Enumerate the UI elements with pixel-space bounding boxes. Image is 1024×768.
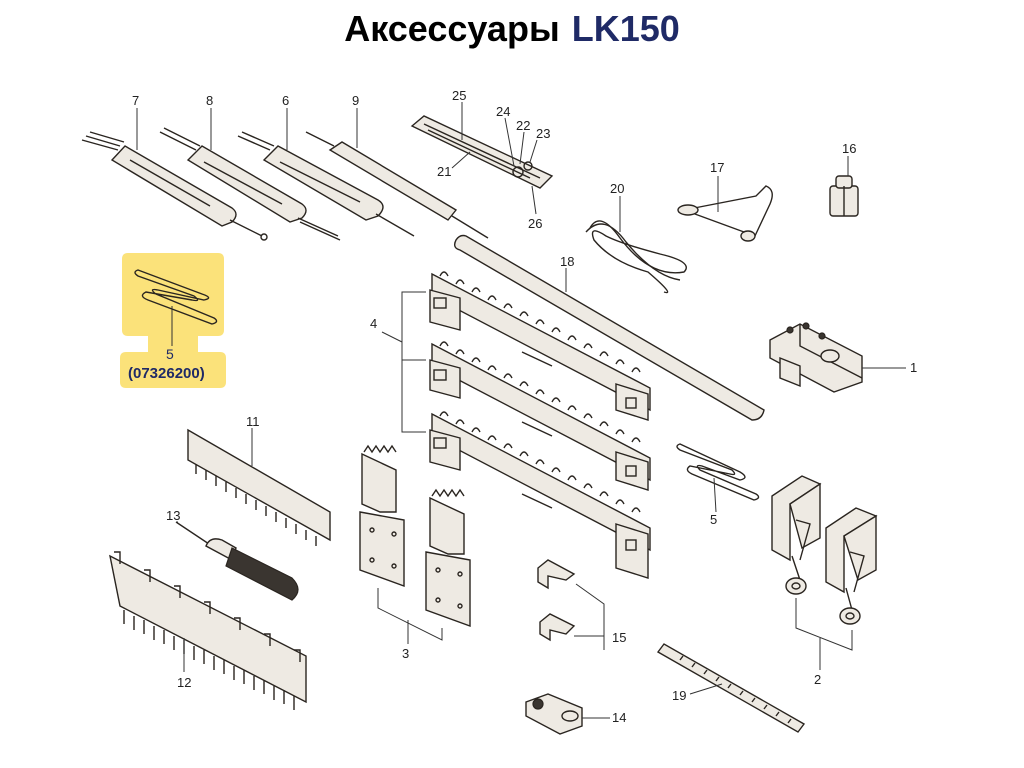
label-2: 2: [814, 672, 821, 687]
label-7: 7: [132, 93, 139, 108]
needle-pusher-5: 5: [676, 443, 760, 527]
label-13: 13: [166, 508, 180, 523]
label-18: 18: [560, 254, 574, 269]
wire-tool-17: 17: [677, 160, 773, 242]
rack-middle: [429, 341, 651, 491]
callout-code: (07326200): [128, 365, 205, 382]
label-22: 22: [516, 118, 530, 133]
rack-upper: [429, 271, 651, 421]
title-model: LK150: [571, 8, 680, 49]
label-23: 23: [536, 126, 550, 141]
title-main: Аксессуары: [344, 8, 560, 49]
clip-16: 16: [829, 141, 859, 217]
callout-part-5: 5 (07326200): [120, 253, 226, 388]
brackets-15: 15: [537, 559, 626, 650]
callout-number: 5: [166, 346, 174, 362]
comb-12: 12: [109, 551, 307, 710]
transfer-tool-8: 8: [159, 93, 341, 241]
latch-tool-set-25: 25 24 22 23 21 26: [410, 88, 554, 231]
label-16: 16: [842, 141, 856, 156]
table-clamps-2: 2: [771, 475, 878, 687]
label-15: 15: [612, 630, 626, 645]
tool-13: 13: [166, 508, 299, 601]
label-24: 24: [496, 104, 510, 119]
label-5: 5: [710, 512, 717, 527]
label-4: 4: [370, 316, 377, 331]
rod-18: 18: [453, 234, 765, 421]
label-25: 25: [452, 88, 466, 103]
label-21: 21: [437, 164, 451, 179]
rack-lower: [429, 411, 651, 579]
label-17: 17: [710, 160, 724, 175]
label-19: 19: [672, 688, 686, 703]
needle-pusher-callout-icon: [134, 269, 218, 325]
callout-background: [120, 253, 226, 388]
comb-11: 11: [187, 414, 331, 546]
label-9: 9: [352, 93, 359, 108]
transfer-tool-9: 9: [305, 93, 489, 239]
transfer-tool-6: 6: [237, 93, 415, 237]
carriage-block-1: 1: [769, 322, 917, 393]
transfer-tool-7: 7: [81, 93, 268, 241]
cord-20: 20: [585, 181, 687, 294]
label-1: 1: [910, 360, 917, 375]
label-12: 12: [177, 675, 191, 690]
label-14: 14: [612, 710, 626, 725]
label-11: 11: [246, 414, 260, 429]
label-20: 20: [610, 181, 624, 196]
needle-racks-4: 4: [370, 271, 651, 579]
label-8: 8: [206, 93, 213, 108]
label-3: 3: [402, 646, 409, 661]
claw-weights-3: 3: [359, 444, 471, 661]
ruler-19: 19: [656, 643, 806, 733]
label-26: 26: [528, 216, 542, 231]
label-6: 6: [282, 93, 289, 108]
page-title: Аксессуары LK150: [0, 8, 1024, 50]
part-14: 14: [525, 693, 626, 735]
